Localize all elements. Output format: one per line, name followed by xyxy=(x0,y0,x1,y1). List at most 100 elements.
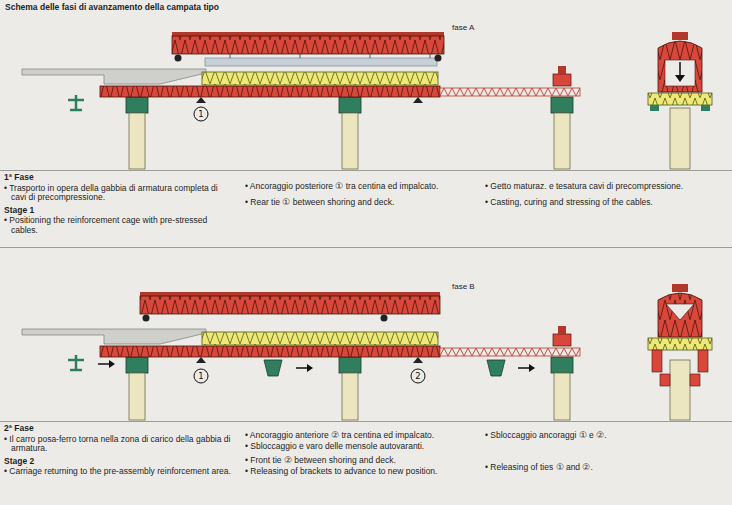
callout-outline xyxy=(194,369,208,383)
winch xyxy=(553,66,571,86)
stage-heading: Stage 1 xyxy=(4,206,234,216)
reinforcement-cage xyxy=(205,54,437,66)
anchor-symbol xyxy=(68,95,84,110)
pier-section xyxy=(658,293,702,337)
phase-tag: fase B xyxy=(452,282,475,291)
advance-arrow xyxy=(529,364,535,372)
anchor-symbol xyxy=(68,95,84,110)
phase-a-drawing xyxy=(22,32,712,169)
callout-outline xyxy=(194,107,208,121)
shoring-truss xyxy=(202,332,438,345)
diagram-title: Schema delle fasi di avanzamento della c… xyxy=(5,3,219,13)
callout-outline xyxy=(411,369,425,383)
winch xyxy=(553,334,571,346)
callout-circle: 1 xyxy=(193,106,209,122)
support xyxy=(413,357,423,363)
pier xyxy=(126,97,573,169)
callout-circle: 1 xyxy=(193,368,209,384)
winch xyxy=(558,66,566,74)
pier-section xyxy=(670,360,690,420)
carriage-truss xyxy=(140,292,440,322)
pier xyxy=(126,357,148,373)
pier-section xyxy=(658,41,702,92)
launching-girder xyxy=(440,348,580,356)
advance-arrow xyxy=(518,367,530,369)
stage-heading: 2ª Fase xyxy=(4,424,234,434)
carriage-truss xyxy=(172,32,444,36)
advance-arrow xyxy=(98,360,535,372)
launching-girder xyxy=(100,346,580,357)
pier-section xyxy=(648,93,712,105)
pier-section xyxy=(698,350,708,372)
pier xyxy=(551,97,573,113)
pier xyxy=(342,373,358,420)
step-note: • Rear tie ① between shoring and deck. xyxy=(245,198,473,208)
advance-arrow xyxy=(109,360,115,368)
pier xyxy=(129,113,145,169)
step-note: • Casting, curing and stressing of the c… xyxy=(485,198,725,208)
step-note: • Sbloccaggio ancoraggi ① e ②. xyxy=(485,431,725,441)
self-launching-bracket xyxy=(264,360,282,376)
pier-section xyxy=(660,374,670,386)
pier-section xyxy=(672,32,688,40)
shoring-truss xyxy=(202,332,438,345)
support xyxy=(413,97,423,103)
winch xyxy=(553,326,571,346)
step-note: • Carriage returning to the pre-assembly… xyxy=(4,467,234,477)
support xyxy=(196,97,423,103)
phase-b-drawing xyxy=(22,284,712,420)
pier xyxy=(554,373,570,420)
carriage-truss xyxy=(172,36,444,54)
launching-girder xyxy=(100,86,440,97)
shoring-truss xyxy=(202,72,438,85)
anchor-symbol xyxy=(68,355,84,370)
stage-heading: Stage 2 xyxy=(4,457,234,467)
launching-girder xyxy=(100,86,580,97)
pier xyxy=(126,97,148,113)
carriage-truss xyxy=(435,55,442,62)
carriage-truss xyxy=(143,315,150,322)
advance-arrow xyxy=(307,364,313,372)
pier xyxy=(551,357,573,373)
step-note: • Sbloccaggio e varo delle mensole autov… xyxy=(245,442,473,452)
pier-section xyxy=(690,374,700,386)
pier-section xyxy=(666,304,694,320)
pier-section xyxy=(648,338,712,350)
pier xyxy=(339,97,361,113)
carriage-truss xyxy=(140,292,440,296)
advance-arrow xyxy=(98,363,110,365)
reinforcement-cage xyxy=(205,58,437,66)
panel-frame xyxy=(0,247,732,248)
step-note: • Releasing of brackets to advance to ne… xyxy=(245,467,473,477)
pier xyxy=(342,113,358,169)
stage-heading: 1ª Fase xyxy=(4,173,234,183)
pier xyxy=(126,357,573,420)
winch xyxy=(558,326,566,334)
pier-section xyxy=(650,105,659,111)
anchor-symbol xyxy=(68,355,84,370)
carriage-truss xyxy=(175,55,182,62)
pier-section xyxy=(672,284,688,292)
pier-section xyxy=(665,60,695,86)
pier xyxy=(129,373,145,420)
step-note: • Front tie ② between shoring and deck. xyxy=(245,456,473,466)
deck xyxy=(22,69,206,84)
callout-number: 1 xyxy=(198,372,203,381)
winch xyxy=(553,74,571,86)
step-note: • Ancoraggio posteriore ① tra centina ed… xyxy=(245,182,473,192)
support xyxy=(196,357,423,363)
pier xyxy=(339,357,361,373)
step-note: • Ancoraggio anteriore ② tra centina ed … xyxy=(245,431,473,441)
callout-number: 2 xyxy=(415,372,420,381)
pier-section xyxy=(648,32,712,169)
support xyxy=(196,357,206,363)
support xyxy=(196,97,206,103)
carriage-truss xyxy=(381,315,388,322)
pier-section xyxy=(675,75,685,82)
panel-frame xyxy=(0,170,732,171)
step-note: • Getto maturaz. e tesatura cavi di prec… xyxy=(485,182,725,192)
launching-girder xyxy=(440,88,580,96)
shoring-truss xyxy=(202,72,438,85)
